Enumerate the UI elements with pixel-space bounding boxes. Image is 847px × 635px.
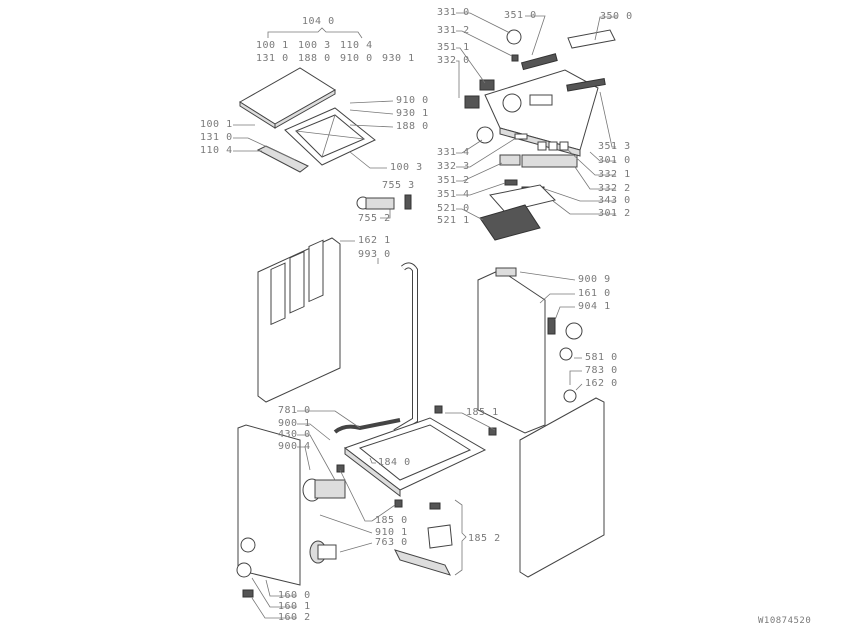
led-board-part [520, 53, 558, 71]
leveling-foot-part [429, 502, 441, 510]
side-panel-left [257, 237, 341, 403]
light-pipe-part [479, 79, 495, 91]
part-label: 185 0 [375, 515, 408, 526]
knob-ring-part [476, 126, 494, 144]
kit-item-label: 188 0 [298, 53, 331, 64]
part-label: 763 0 [375, 537, 408, 548]
drawing-number: W10874520 [758, 616, 812, 626]
service-door-part [236, 562, 252, 578]
part-label: 110 4 [200, 145, 233, 156]
part-label: 332 2 [598, 183, 631, 194]
part-label: 521 0 [437, 203, 470, 214]
part-label: 900 1 [278, 418, 311, 429]
part-label: 430 0 [278, 429, 311, 440]
kit-item-label: 110 4 [340, 40, 373, 51]
selector-part [464, 95, 480, 109]
part-label: 332 3 [437, 161, 470, 172]
part-label: 161 0 [578, 288, 611, 299]
part-label: 301 2 [598, 208, 631, 219]
part-label: 160 1 [278, 601, 311, 612]
part-label: 100 3 [390, 162, 423, 173]
handle-part [256, 145, 309, 173]
kit-bracket [267, 27, 363, 39]
connector-part [504, 179, 518, 186]
standpipe-part [393, 262, 418, 435]
part-label: 131 0 [200, 132, 233, 143]
filter-cap-part [309, 540, 337, 564]
kit-item-label: 100 1 [256, 40, 289, 51]
kit-item-label: 131 0 [256, 53, 289, 64]
part-label: 900 9 [578, 274, 611, 285]
base-frame-part [343, 417, 487, 498]
part-label: 351 2 [437, 175, 470, 186]
part-label: 331 2 [437, 25, 470, 36]
rear-panel-part [477, 267, 546, 434]
button-part [514, 133, 528, 140]
fill-hose-part [356, 194, 412, 210]
part-label: 351 1 [437, 42, 470, 53]
part-label: 755 3 [382, 180, 415, 191]
foot-cup-part [427, 524, 453, 549]
part-label: 351 3 [598, 141, 631, 152]
part-label: 188 0 [396, 121, 429, 132]
part-label: 521 1 [437, 215, 470, 226]
part-label: 301 0 [598, 155, 631, 166]
kit-number-label: 104 0 [302, 16, 335, 27]
part-label: 904 1 [578, 301, 611, 312]
part-label: 332 1 [598, 169, 631, 180]
belt-part [559, 347, 573, 361]
part-label: 581 0 [585, 352, 618, 363]
knob-part [506, 29, 522, 45]
main-board-part [489, 184, 556, 213]
part-label: 331 4 [437, 147, 470, 158]
part-label: 162 1 [358, 235, 391, 246]
part-label: 100 1 [200, 119, 233, 130]
pcb-holder-part [521, 154, 578, 168]
part-label: 350 0 [600, 11, 633, 22]
lid-frame-part [284, 107, 376, 166]
part-label: 930 1 [396, 108, 429, 119]
part-label: 185 2 [468, 533, 501, 544]
part-label: 900 4 [278, 441, 311, 452]
overlay-part [567, 29, 616, 49]
part-label: 332 0 [437, 55, 470, 66]
part-label: 910 1 [375, 527, 408, 538]
cover-part [563, 389, 577, 403]
part-label: 160 0 [278, 590, 311, 601]
part-label: 331 0 [437, 7, 470, 18]
part-label: 184 0 [378, 457, 411, 468]
part-label: 343 0 [598, 195, 631, 206]
part-label: 351 0 [504, 10, 537, 21]
kit-item-label: 930 1 [382, 53, 415, 64]
kit-item-label: 910 0 [340, 53, 373, 64]
knob-insert-part [511, 54, 519, 62]
part-label: 162 0 [585, 378, 618, 389]
part-label: 755 2 [358, 213, 391, 224]
part-label: 993 0 [358, 249, 391, 260]
foot-bracket-part [394, 549, 451, 576]
side-panel-right [519, 397, 605, 578]
door-hinge-part [242, 589, 254, 598]
pump-part [302, 478, 346, 502]
switch-board-part [566, 77, 606, 92]
switch-part [499, 154, 521, 166]
feet-part [336, 405, 497, 508]
pulley-part [565, 322, 583, 340]
drain-hose-part [333, 418, 401, 434]
part-label: 783 0 [585, 365, 618, 376]
part-label: 781 0 [278, 405, 311, 416]
push-buttons-part [537, 141, 569, 151]
part-label: 910 0 [396, 95, 429, 106]
part-label: 351 4 [437, 189, 470, 200]
part-label: 160 2 [278, 612, 311, 623]
filter-part [547, 317, 556, 335]
control-module-part [479, 204, 541, 241]
kit-item-label: 100 3 [298, 40, 331, 51]
lid-part [239, 67, 336, 129]
part-label: 185 1 [466, 407, 499, 418]
